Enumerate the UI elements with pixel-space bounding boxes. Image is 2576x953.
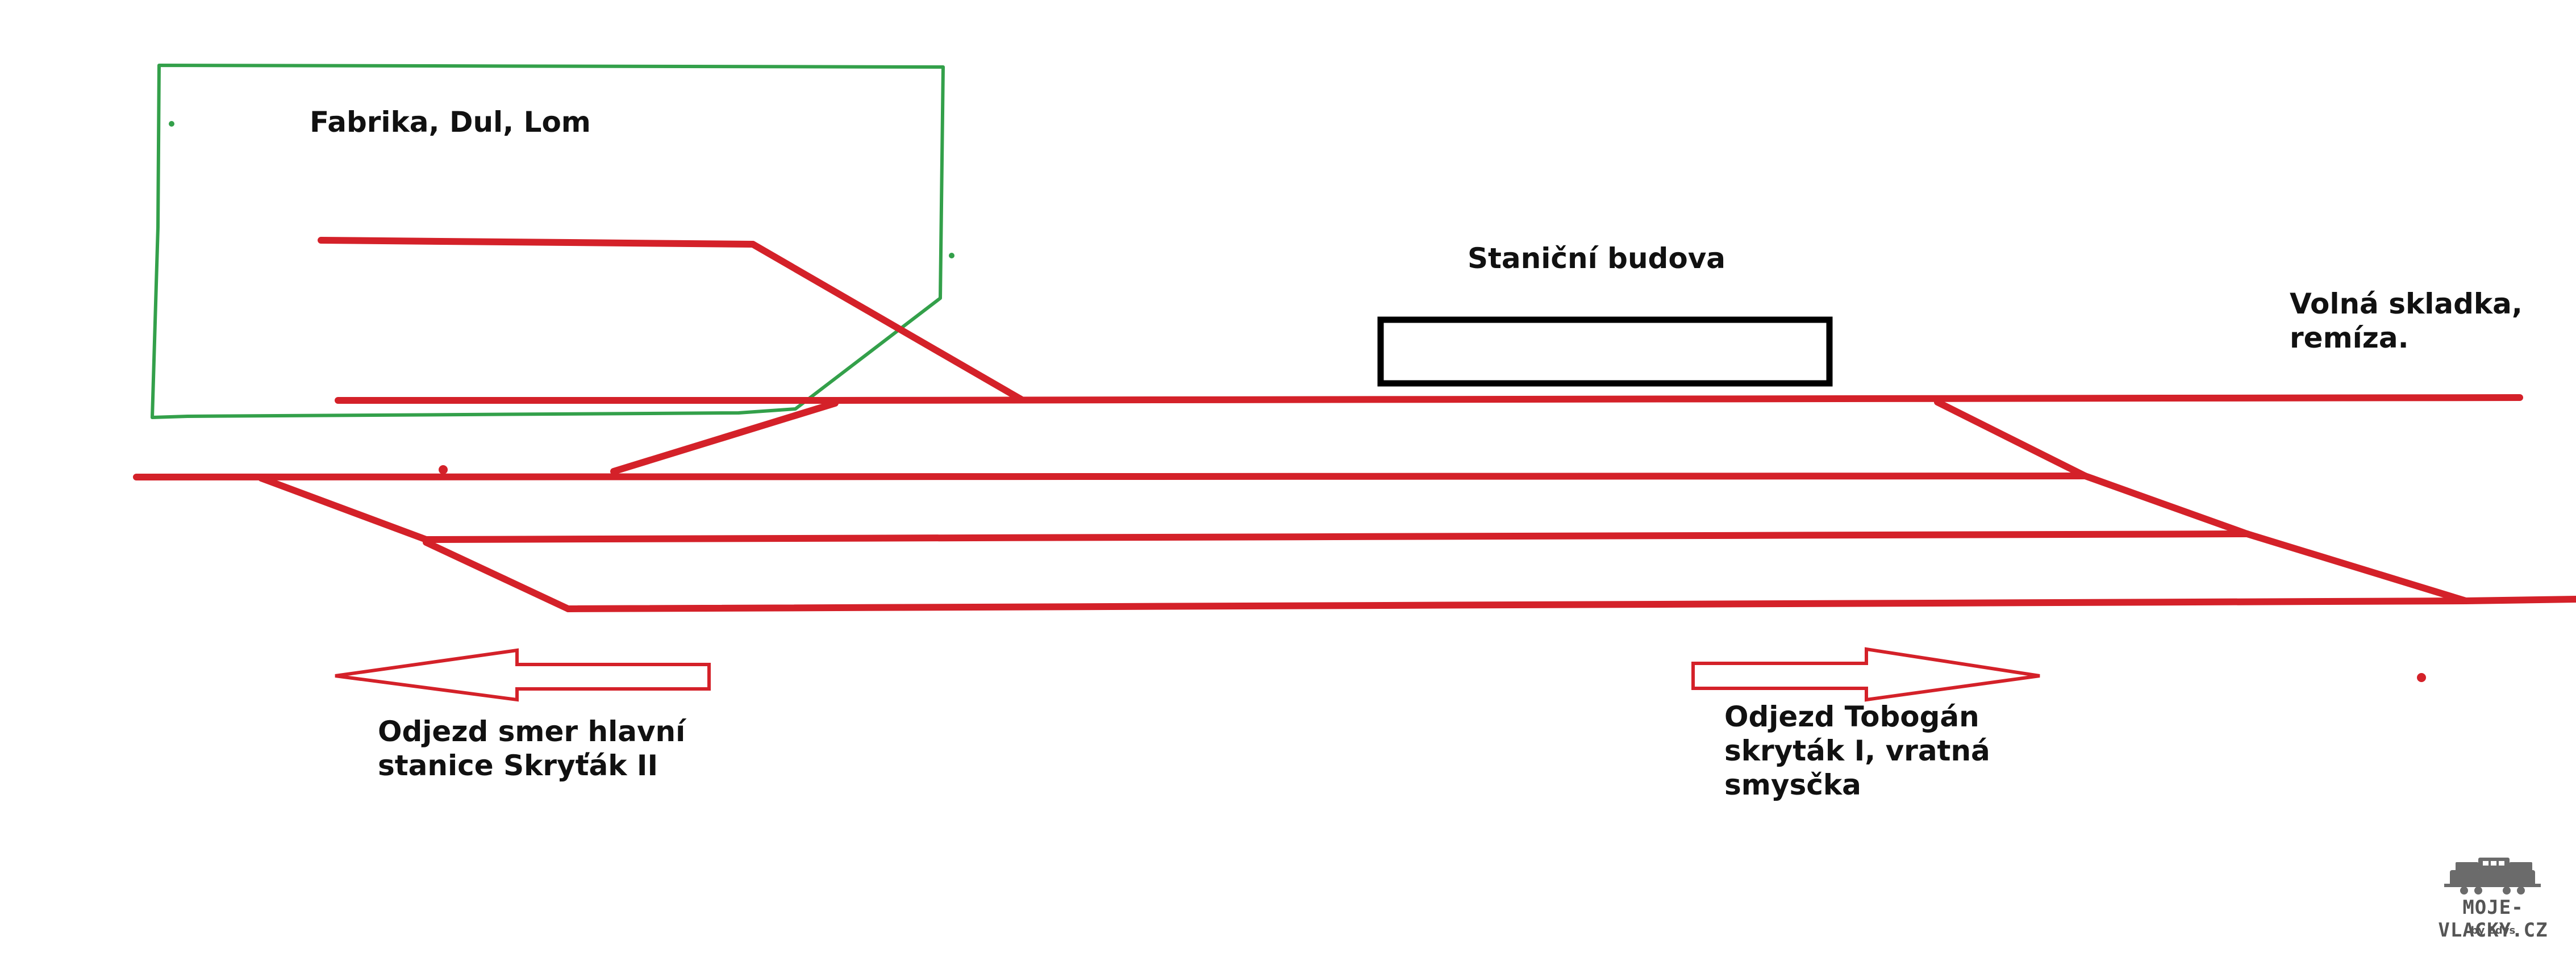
track-1 xyxy=(832,394,2523,404)
east-exit-track xyxy=(2462,596,2576,604)
factory-outline-dot xyxy=(169,121,174,127)
watermark-byline: by Edys xyxy=(2470,925,2516,937)
factory-label: Fabrika, Dul, Lom xyxy=(310,106,591,139)
watermark-text: MOJE-VLACKY.CZ xyxy=(2438,896,2548,942)
departure-tobogan-label: Odjezd Tobogán skryták I, vratná smysčka xyxy=(1724,700,1990,801)
factory-siding-upper-switch xyxy=(749,241,1024,403)
track-3-to-4-east-switch xyxy=(2244,530,2469,604)
track-2-to-3-switch xyxy=(258,475,430,543)
factory-siding-lower-switch xyxy=(610,400,839,475)
track-dot xyxy=(439,465,448,474)
track-4 xyxy=(565,597,2469,612)
departure-main-station-label: Odjezd smer hlavní stanice Skryťák II xyxy=(378,715,686,782)
station-building-label: Staniční budova xyxy=(1468,242,1726,275)
arrow-right-icon xyxy=(1691,647,2040,702)
track-2-main xyxy=(133,473,2089,480)
station-building xyxy=(1377,316,1833,387)
track-3-to-4-switch xyxy=(423,539,572,612)
track-2-to-3-east-switch xyxy=(2082,473,2250,537)
arrow-left-icon xyxy=(335,648,711,702)
factory-area-outline xyxy=(151,64,945,419)
tracks xyxy=(133,237,2576,612)
locomotive-icon xyxy=(2444,858,2541,895)
watermark: MOJE-VLACKY.CZ by Edys xyxy=(2410,846,2576,948)
factory-siding-upper xyxy=(318,237,756,248)
factory-outline-dot xyxy=(949,253,954,258)
track-3 xyxy=(423,530,2250,543)
track-1-to-2-switch xyxy=(1934,399,2089,479)
track-dot xyxy=(2417,673,2426,682)
free-depot-label: Volná skladka, remíza. xyxy=(2290,287,2523,354)
